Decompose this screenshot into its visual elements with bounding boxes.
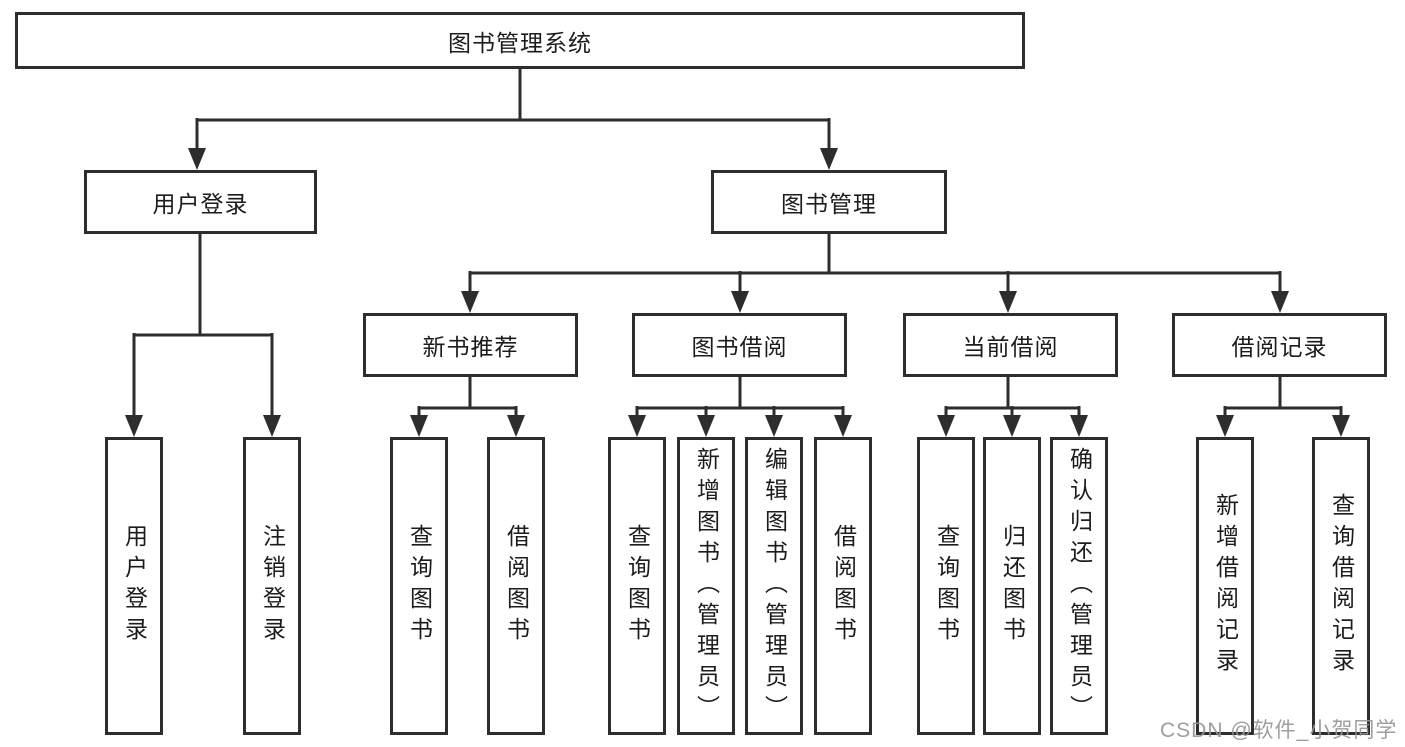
node-book-borrow: 图书借阅 xyxy=(632,313,847,377)
leaf-edit-books-admin-label: 编辑图书（管理员） xyxy=(761,446,788,726)
node-book-borrow-label: 图书借阅 xyxy=(691,334,788,360)
leaf-recommend-query-books: 查询图书 xyxy=(390,437,448,735)
leaf-query-borrow-record: 查询借阅记录 xyxy=(1312,437,1370,735)
leaf-borrow-books: 借阅图书 xyxy=(814,437,872,735)
leaf-recommend-query-books-label: 查询图书 xyxy=(406,524,433,648)
node-book-management-label: 图书管理 xyxy=(781,191,877,217)
leaf-user-login: 用户登录 xyxy=(105,437,163,735)
arrowheads xyxy=(125,148,1350,437)
leaf-current-query-books-label: 查询图书 xyxy=(933,524,960,648)
leaf-return-books-label: 归还图书 xyxy=(999,524,1026,648)
leaf-confirm-return-admin-label: 确认归还（管理员） xyxy=(1066,446,1093,726)
leaf-add-books-admin: 新增图书（管理员） xyxy=(677,437,735,735)
leaf-add-borrow-record-label: 新增借阅记录 xyxy=(1212,493,1239,679)
leaf-borrow-query-books-label: 查询图书 xyxy=(624,524,651,648)
node-current-borrow: 当前借阅 xyxy=(903,313,1118,377)
leaf-query-borrow-record-label: 查询借阅记录 xyxy=(1328,493,1355,679)
node-borrow-records: 借阅记录 xyxy=(1172,313,1387,377)
leaf-recommend-borrow-books: 借阅图书 xyxy=(487,437,545,735)
node-user-login-label: 用户登录 xyxy=(152,191,249,217)
node-current-borrow-label: 当前借阅 xyxy=(962,334,1059,360)
node-book-management: 图书管理 xyxy=(711,170,947,234)
leaf-add-books-admin-label: 新增图书（管理员） xyxy=(693,446,720,726)
leaf-user-login-label: 用户登录 xyxy=(121,524,148,648)
leaf-recommend-borrow-books-label: 借阅图书 xyxy=(503,524,530,648)
node-root-system: 图书管理系统 xyxy=(15,12,1025,69)
node-user-login: 用户登录 xyxy=(84,170,317,234)
leaf-confirm-return-admin: 确认归还（管理员） xyxy=(1050,437,1108,735)
leaf-return-books: 归还图书 xyxy=(983,437,1041,735)
csdn-watermark: CSDN @软件_小贺同学 xyxy=(1160,719,1398,742)
leaf-logout: 注销登录 xyxy=(243,437,301,735)
node-root-label: 图书管理系统 xyxy=(448,29,592,56)
leaf-current-query-books: 查询图书 xyxy=(917,437,975,735)
leaf-borrow-books-label: 借阅图书 xyxy=(830,524,857,648)
leaf-borrow-query-books: 查询图书 xyxy=(608,437,666,735)
leaf-add-borrow-record: 新增借阅记录 xyxy=(1196,437,1254,735)
node-borrow-records-label: 借阅记录 xyxy=(1231,334,1328,360)
leaf-edit-books-admin: 编辑图书（管理员） xyxy=(745,437,803,735)
node-new-book-recommend: 新书推荐 xyxy=(363,313,578,377)
node-new-book-recommend-label: 新书推荐 xyxy=(422,334,519,360)
leaf-logout-label: 注销登录 xyxy=(259,524,286,648)
